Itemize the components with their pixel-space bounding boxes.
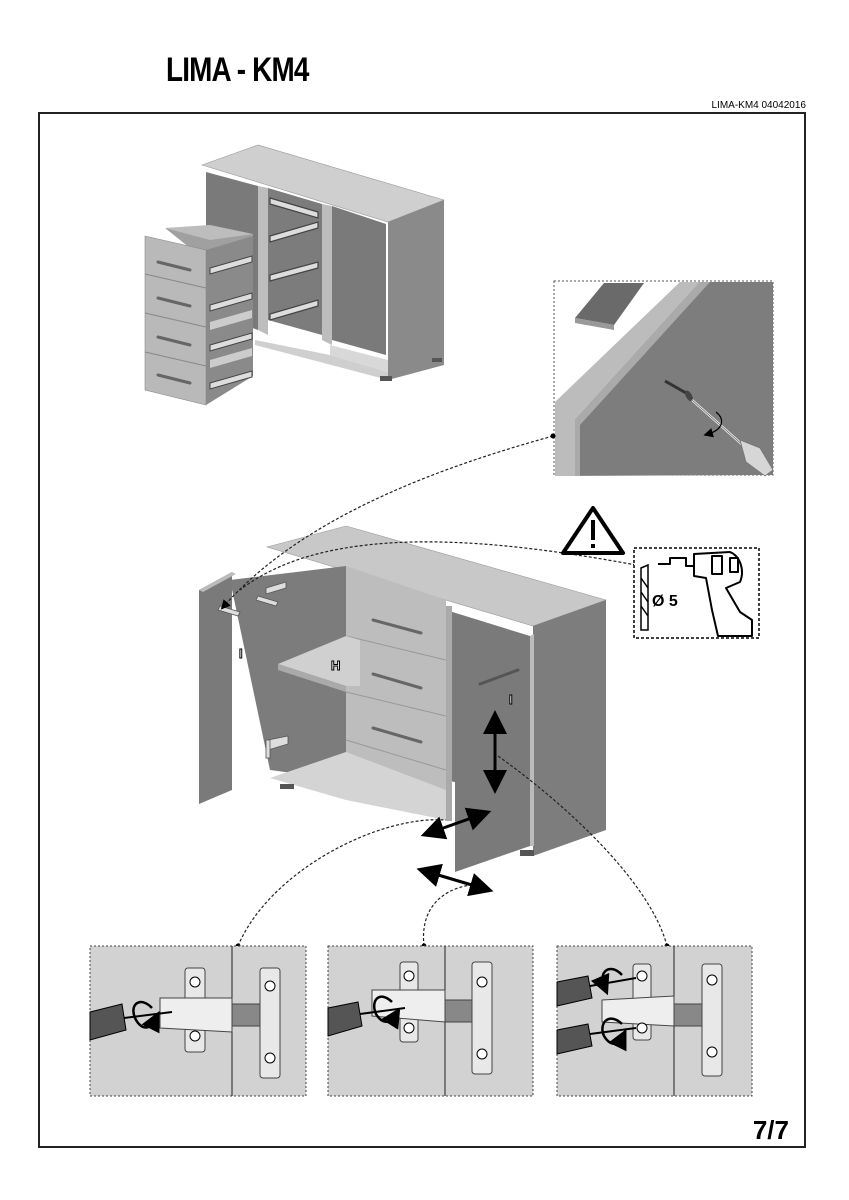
page-frame [38,112,806,1148]
screw-icon [664,379,693,402]
warning-triangle-icon [561,506,625,555]
hinge-panel-1 [89,945,307,1097]
rotate-arrow-icon [601,1017,627,1052]
hinge-panel-3 [556,945,753,1097]
cabinet-overview-figure [144,144,445,406]
drill-bit-icon [640,563,649,631]
adjust-arrow-icon [416,863,494,897]
screw-detail-panel [553,280,774,477]
document-code: LIMA-KM4 04042016 [711,100,806,111]
cabinet-main-figure [199,525,607,897]
adjust-arrow-icon [420,807,492,840]
page-number: 7/7 [752,1115,789,1145]
screwdriver-icon [691,399,774,477]
rotate-arrow-icon [703,411,723,438]
part-label-right-door: I [509,692,514,707]
drill-diameter-label: Ø 5 [652,593,678,610]
rotate-arrow-icon [373,995,401,1030]
drill-icon [658,551,753,637]
hinge-panel-2 [327,945,534,1097]
rotate-arrow-icon [590,967,623,996]
callout-lines [220,435,668,947]
right-door [455,636,530,872]
part-label-shelf: H [330,658,341,673]
part-label-left-door: I [239,646,244,661]
left-door [199,572,232,804]
drill-callout-box [633,547,760,639]
document-title: LIMA - KM4 [166,51,309,89]
hinge-detail-panels [89,945,753,1097]
rotate-arrow-icon [132,1000,160,1034]
